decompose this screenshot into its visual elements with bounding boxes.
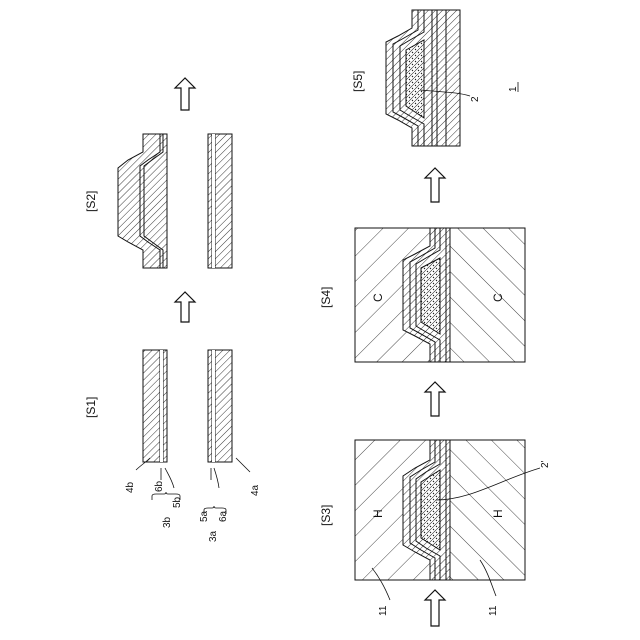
step-s5: [S5] 2 1 bbox=[351, 10, 519, 146]
step-s1: [S1] 4b 6b 5b 3b 5a 6a 3a 4a bbox=[84, 350, 261, 542]
label-4a: 4a bbox=[250, 484, 261, 496]
label-3b: 3b bbox=[162, 516, 173, 528]
arrow-up-icon bbox=[425, 168, 445, 202]
step-label-s5: [S5] bbox=[351, 71, 365, 92]
sheet-b bbox=[143, 350, 167, 462]
label-5a: 5a bbox=[199, 510, 210, 522]
label-1: 1 bbox=[508, 86, 519, 92]
label-C-lower: C bbox=[491, 293, 505, 302]
arrow-up-icon bbox=[175, 292, 195, 322]
label-H-lower: H bbox=[491, 509, 505, 518]
label-2: 2 bbox=[470, 96, 481, 102]
arrow-up-icon bbox=[425, 590, 445, 626]
step-label-s2: [S2] bbox=[84, 191, 98, 212]
arrow-up-icon bbox=[425, 382, 445, 416]
flat-sheet-a bbox=[208, 134, 232, 268]
label-6b: 6b bbox=[154, 480, 165, 492]
label-3a: 3a bbox=[208, 530, 219, 542]
label-11-upper: 11 bbox=[378, 605, 389, 616]
step-s4: [S4] C C bbox=[319, 228, 525, 362]
label-4b: 4b bbox=[125, 481, 136, 493]
step-label-s3: [S3] bbox=[319, 505, 333, 526]
step-s2: [S2] bbox=[84, 134, 232, 268]
label-11-lower: 11 bbox=[488, 605, 499, 616]
label-5b: 5b bbox=[172, 496, 183, 508]
label-2-prime: 2' bbox=[540, 460, 551, 468]
label-6a: 6a bbox=[218, 510, 229, 522]
label-C-upper: C bbox=[371, 293, 385, 302]
sheet-a bbox=[208, 350, 232, 462]
label-H-upper: H bbox=[371, 509, 385, 518]
step-label-s4: [S4] bbox=[319, 287, 333, 308]
step-label-s1: [S1] bbox=[84, 397, 98, 418]
arrow-up-icon bbox=[175, 78, 195, 110]
